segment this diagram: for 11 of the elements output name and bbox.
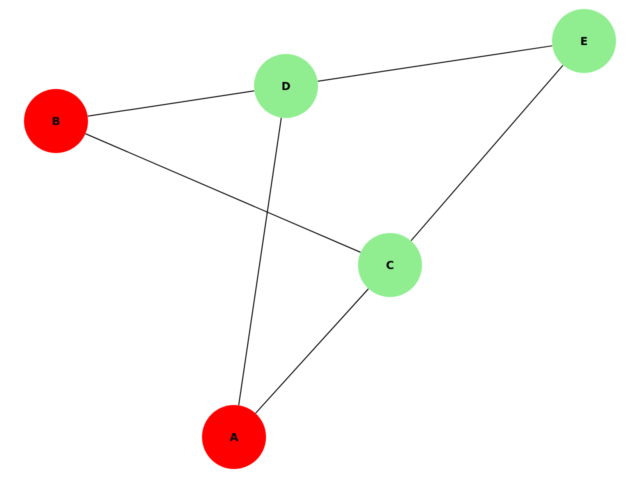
graph-node: E xyxy=(552,9,616,73)
edge-line xyxy=(85,133,361,253)
graph-node: C xyxy=(358,233,422,297)
graph-node: A xyxy=(202,405,266,469)
edge-line xyxy=(317,45,553,82)
edge-line xyxy=(87,90,255,117)
edge-line xyxy=(238,117,282,406)
graph-node: B xyxy=(24,89,88,153)
graph-node: D xyxy=(254,54,318,118)
edge-line xyxy=(255,288,369,414)
edge-line xyxy=(410,64,564,242)
